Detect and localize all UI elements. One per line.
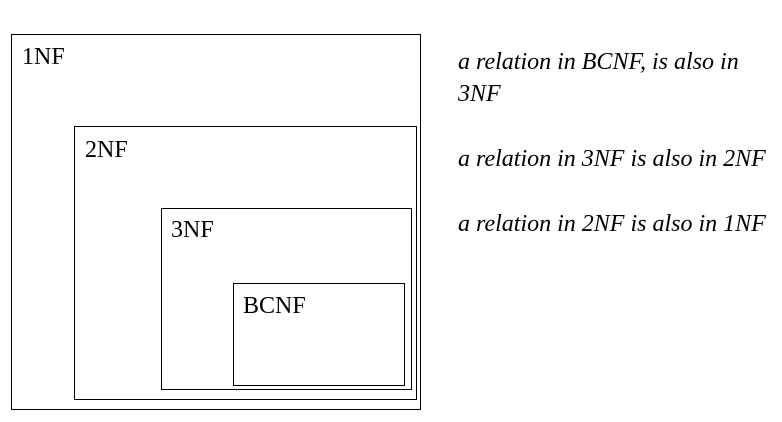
label-2nf: 2NF (85, 137, 128, 163)
label-bcnf: BCNF (243, 293, 306, 319)
label-1nf: 1NF (22, 44, 65, 70)
label-3nf: 3NF (171, 217, 214, 243)
box-2nf (74, 126, 417, 400)
note-bcnf-in-3nf: a relation in BCNF, is also in 3NF (458, 49, 739, 107)
box-3nf (161, 208, 412, 390)
note-2nf-in-1nf: a relation in 2NF is also in 1NF (458, 211, 766, 237)
notes: a relation in BCNF, is also in 3NF a rel… (458, 46, 768, 273)
box-1nf (11, 34, 421, 410)
note-3nf-in-2nf: a relation in 3NF is also in 2NF (458, 146, 766, 172)
box-bcnf (233, 283, 405, 386)
